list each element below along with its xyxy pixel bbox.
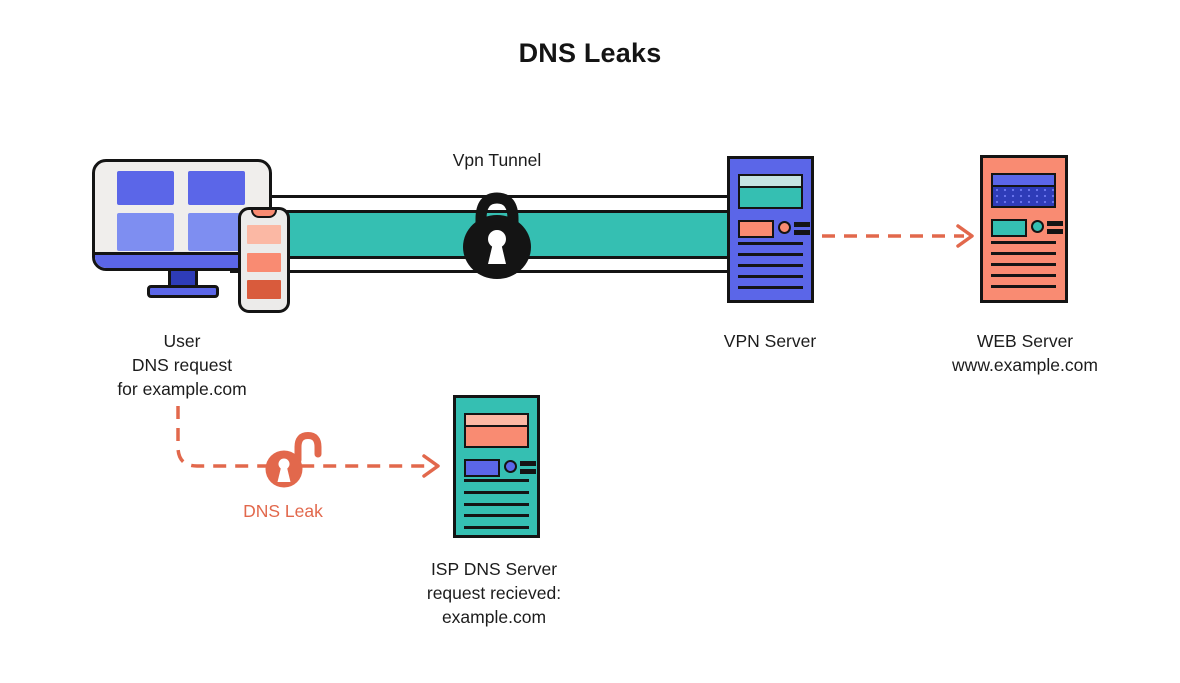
web-server-label: WEB Server www.example.com [905, 329, 1145, 377]
phone-notch [251, 210, 277, 218]
user-label-line: User [163, 331, 201, 351]
isp-dns-server-icon [453, 395, 540, 538]
isp-label-line: example.com [441, 607, 547, 627]
isp-dns-server-label: ISP DNS Server request recieved: example… [374, 557, 614, 629]
dashed-arrow-vpn-to-web [822, 224, 974, 248]
user-label-line: DNS request [131, 355, 233, 375]
user-label-line: for example.com [117, 379, 247, 399]
server-slat [738, 286, 803, 289]
server-vent [1047, 229, 1063, 234]
server-chip [464, 459, 500, 477]
monitor-tile [188, 171, 245, 205]
server-slat [464, 491, 529, 494]
server-screen-bottom [466, 427, 527, 446]
server-chip [738, 220, 774, 238]
open-padlock-icon [265, 431, 322, 488]
server-slat [991, 285, 1056, 288]
page-title: DNS Leaks [518, 38, 662, 68]
server-vent [520, 461, 536, 466]
server-screen-top [466, 415, 527, 427]
vpn-tunnel-label: Vpn Tunnel [452, 150, 542, 170]
dns-leak-label: DNS Leak [243, 501, 323, 521]
server-vent [794, 222, 810, 227]
server-slat [991, 252, 1056, 255]
web-server-icon [980, 155, 1068, 303]
server-led [1031, 220, 1044, 233]
server-slat [464, 503, 529, 506]
monitor-tile [117, 171, 174, 205]
server-led [778, 221, 791, 234]
user-label: User DNS request for example.com [52, 329, 312, 401]
server-slat [464, 514, 529, 517]
server-vent [794, 230, 810, 235]
server-slat [991, 274, 1056, 277]
monitor-tile [188, 213, 245, 251]
monitor-tile [117, 213, 174, 251]
server-screen-bottom [993, 187, 1054, 206]
phone-tile [247, 280, 281, 299]
server-slat [738, 275, 803, 278]
server-slat [991, 263, 1056, 266]
smartphone-icon [238, 207, 290, 313]
server-led [504, 460, 517, 473]
server-screen [738, 174, 803, 209]
web-server-label-line: www.example.com [952, 355, 1098, 375]
monitor-bottom-bar [95, 252, 269, 268]
server-screen-bottom [740, 188, 801, 207]
server-slat [464, 526, 529, 529]
server-slat [738, 242, 803, 245]
server-screen [991, 173, 1056, 208]
monitor-stand-base [147, 285, 219, 298]
vpn-server-label: VPN Server [723, 331, 817, 351]
isp-label-line: ISP DNS Server [430, 559, 558, 579]
server-screen-top [993, 175, 1054, 187]
server-slat [738, 264, 803, 267]
vpn-server-icon [727, 156, 814, 303]
server-slat [464, 479, 529, 482]
server-screen [464, 413, 529, 448]
server-slat [991, 241, 1056, 244]
server-screen-top [740, 176, 801, 188]
server-vent [520, 469, 536, 474]
server-chip [991, 219, 1027, 237]
isp-label-line: request recieved: [426, 583, 562, 603]
server-vent [1047, 221, 1063, 226]
web-server-label-line: WEB Server [976, 331, 1074, 351]
phone-tile [247, 225, 281, 244]
closed-padlock-icon [463, 192, 531, 279]
server-slat [738, 253, 803, 256]
phone-tile [247, 253, 281, 272]
